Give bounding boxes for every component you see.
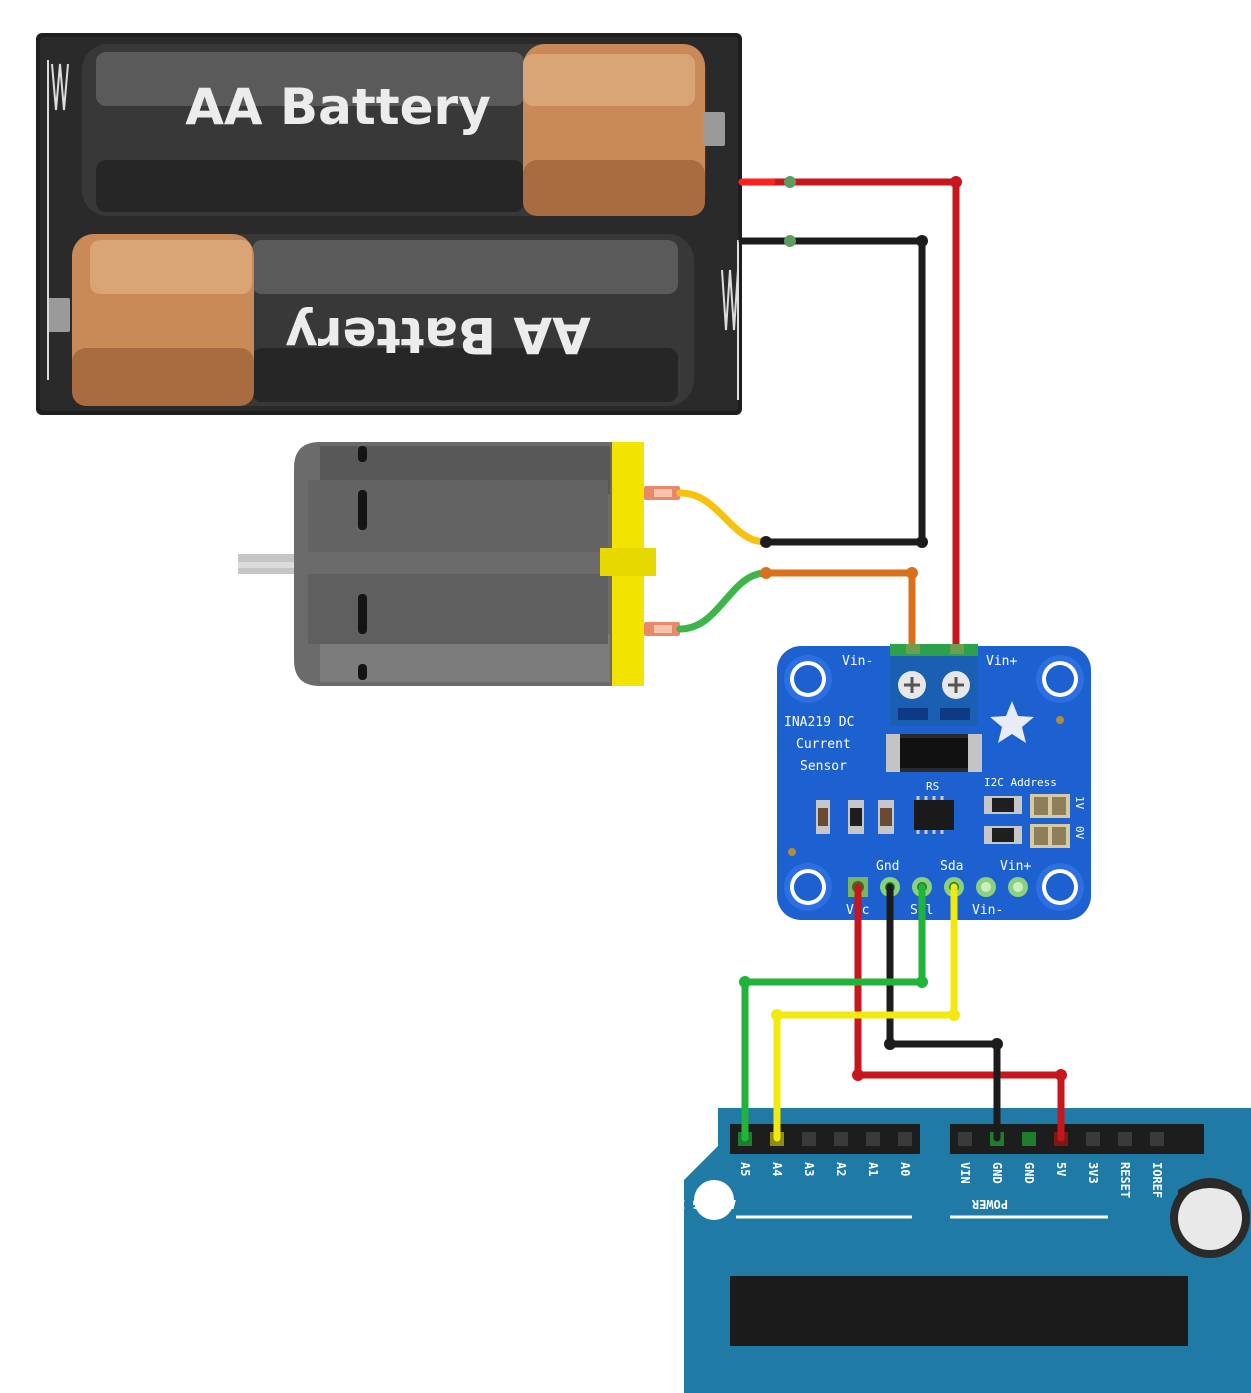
sensor-rs-label: RS [926, 780, 939, 793]
sensor-title-line3: Sensor [800, 759, 847, 774]
spring-right [721, 240, 739, 400]
header-pin [1022, 1132, 1036, 1146]
ic-chip [914, 800, 954, 830]
header-pin [1150, 1132, 1164, 1146]
header-pin-label: GND [1022, 1162, 1036, 1184]
spring-left [47, 60, 69, 380]
sensor-pin-sda-label: Sda [940, 859, 963, 874]
analog-header [730, 1124, 920, 1154]
header-pin-label: A0 [898, 1162, 912, 1176]
header-pin-label: A4 [770, 1162, 784, 1176]
power-pin-group: VIN GND GND 5V 3V3 RESET IOREF [958, 1132, 1164, 1198]
sensor-pin-vin-plus-label: Vin+ [1000, 859, 1031, 874]
header-pin-label: RESET [1118, 1162, 1132, 1198]
wire-junctions [739, 176, 1067, 1081]
wire-motor-lead-yellow [676, 489, 770, 546]
header-pin-label: A2 [834, 1162, 848, 1176]
wire-battery-negative [738, 237, 926, 546]
wires [676, 176, 1067, 1142]
header-pin [802, 1132, 816, 1146]
header-pin [1086, 1132, 1100, 1146]
capacitor [1170, 1178, 1250, 1258]
header-pin-label: A1 [866, 1162, 880, 1176]
power-header [950, 1124, 1204, 1154]
header-pin [958, 1132, 972, 1146]
header-pin-label: GND [990, 1162, 1004, 1184]
sensor-title-line1: INA219 DC [784, 715, 854, 730]
header-pin-label: IOREF [1150, 1162, 1164, 1198]
sensor-title-line2: Current [796, 737, 851, 752]
arduino-board: A5 A4 A3 A2 A1 A0 VIN GND GND 5V 3V3 RESET IOREF AN… [671, 1108, 1251, 1393]
header-pin-label: VIN [958, 1162, 972, 1184]
dc-motor [238, 442, 680, 686]
wire-sda-to-a4 [773, 883, 958, 1142]
sensor-vin-minus-top: Vin- [842, 654, 873, 669]
wire-motor-lead-green [676, 569, 770, 633]
header-pin-label: 5V [1054, 1162, 1068, 1176]
screw-terminal [890, 644, 978, 726]
battery-holder: AA Battery AA Battery [36, 33, 742, 415]
header-pin [866, 1132, 880, 1146]
power-header-label: POWER [971, 1197, 1008, 1211]
sensor-pin-vin-minus-label: Vin- [972, 903, 1003, 918]
battery-cell-top: AA Battery [82, 44, 725, 216]
arduino-mounting-hole [694, 1180, 734, 1220]
header-pin-label: 3V3 [1086, 1162, 1100, 1184]
sensor-addr-0v: 0V [1073, 826, 1086, 840]
wire-scl-to-a5 [741, 883, 926, 1142]
wire-motor-to-vin-minus [762, 569, 916, 654]
sensor-pin-gnd-label: Gnd [876, 859, 899, 874]
header-pin [1118, 1132, 1132, 1146]
analog-header-label: ANALOG IN [671, 1197, 736, 1211]
star-logo-icon [990, 701, 1034, 743]
header-pin-label: A3 [802, 1162, 816, 1176]
wire-gnd-to-gnd [886, 883, 1001, 1142]
sensor-i2c-label: I2C Address [984, 776, 1057, 789]
sensor-vin-plus-top: Vin+ [986, 654, 1017, 669]
battery-top-label: AA Battery [185, 78, 491, 136]
header-pin [898, 1132, 912, 1146]
header-pin-label: A5 [738, 1162, 752, 1176]
battery-bottom-label: AA Battery [285, 306, 591, 364]
sensor-addr-1v: 1V [1073, 796, 1086, 810]
battery-cell-bottom: AA Battery [48, 234, 694, 406]
header-pin [834, 1132, 848, 1146]
arduino-chip [730, 1276, 1188, 1346]
ina219-sensor-board: Vin- Vin+ INA219 DC Current Sensor RS I2… [777, 644, 1091, 920]
